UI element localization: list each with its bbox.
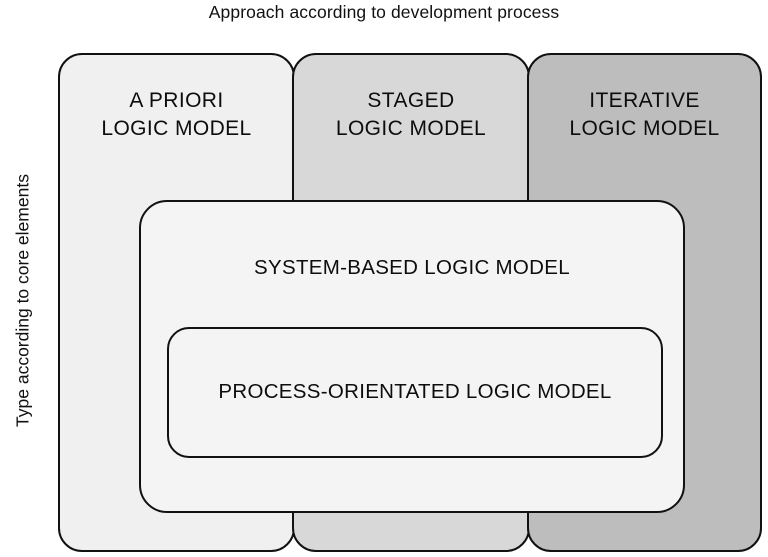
column-label-a-priori-line2: LOGIC MODEL [101,117,252,141]
column-label-a-priori: A PRIORI LOGIC MODEL [60,87,293,144]
column-label-iterative-line1: ITERATIVE [589,89,700,112]
box-system-based-logic-model: SYSTEM-BASED LOGIC MODEL PROCESS-ORIENTA… [139,200,685,513]
top-axis-caption: Approach according to development proces… [208,2,560,22]
left-axis-caption: Type according to core elements [12,174,33,427]
box-label-process-orientated: PROCESS-ORIENTATED LOGIC MODEL [218,380,612,403]
column-label-staged-line1: STAGED [367,89,455,112]
column-label-iterative-line2: LOGIC MODEL [569,117,720,141]
box-label-system-based: SYSTEM-BASED LOGIC MODEL [254,256,570,279]
box-process-orientated-logic-model: PROCESS-ORIENTATED LOGIC MODEL [167,327,663,458]
column-label-a-priori-line1: A PRIORI [129,89,224,112]
column-label-iterative: ITERATIVE LOGIC MODEL [529,87,760,144]
column-label-staged: STAGED LOGIC MODEL [294,87,528,144]
column-label-staged-line2: LOGIC MODEL [335,117,487,141]
